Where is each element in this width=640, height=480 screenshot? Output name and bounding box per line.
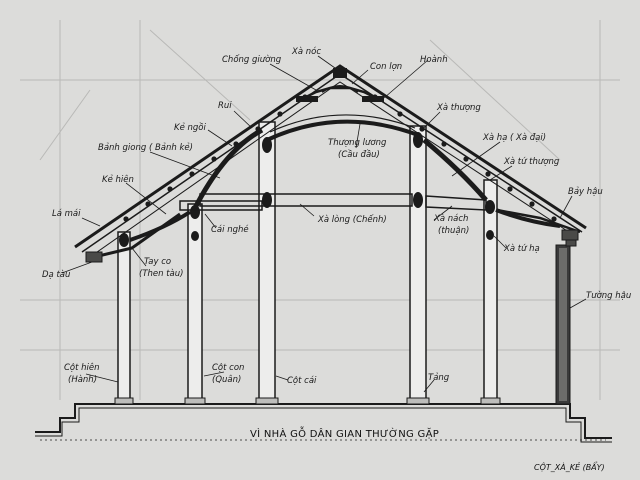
label-thuan: (thuận) (438, 226, 469, 236)
label-da-tau: Dạ tàu (42, 270, 70, 280)
leader-lines (61, 55, 587, 393)
beam-xa-long (199, 193, 413, 207)
label-rui: Rui (218, 101, 232, 111)
label-tuong-hau: Tường hậu (586, 290, 631, 301)
beam-thuong-luong (266, 119, 419, 142)
label-ke-ngoi: Kẻ ngồi (174, 122, 206, 133)
label-xa-thuong: Xà thượng (436, 103, 481, 113)
roof-outer (74, 64, 587, 249)
label-hoanh: Hoành (420, 55, 448, 65)
diagram-caption: VÌ NHÀ GỖ DÂN GIAN THƯỜNG GẶP (250, 425, 439, 440)
label-cot-cai: Cột cái (287, 376, 317, 386)
label-bay-hau: Bảy hậu (568, 186, 603, 197)
rear-wall (555, 244, 571, 405)
footer-note: CỘT_XÀ_KẺ (BẨY) (534, 460, 605, 472)
label-cai-nghe: Cái nghé (211, 224, 249, 235)
beam-cai-nghe (179, 200, 263, 211)
label-tay-co: Tay co (144, 257, 171, 267)
column-main-left (258, 121, 276, 405)
foundation (35, 403, 612, 443)
label-cau-dau: (Cầu đầu) (338, 149, 380, 160)
label-xa-noc: Xà nóc (291, 46, 321, 57)
label-thuong-luong: Thượng lương (328, 138, 387, 148)
beam-xa-nach (425, 195, 487, 211)
background-grid (20, 20, 620, 400)
label-cot-con: Cột con (212, 363, 244, 373)
label-xa-tu-thuong: Xà tứ thượng (503, 156, 560, 167)
label-con-lon: Con lợn (370, 62, 402, 72)
label-hanh: (Hành) (68, 375, 97, 385)
label-xa-nach: Xà nách (433, 214, 468, 224)
label-then-tau: (Then tàu) (139, 269, 183, 279)
label-xa-tu-ha: Xà tứ hạ (503, 243, 540, 254)
label-banh-giong: Bảnh giong ( Bảnh kẻ) (98, 142, 193, 153)
label-cot-hien: Cột hiên (64, 362, 100, 373)
label-la-mai: Lá mái (52, 209, 81, 219)
label-tang: Tảng (428, 372, 450, 383)
label-ke-hien: Kẻ hiên (102, 174, 134, 185)
label-xa-ha: Xà hạ ( Xà đại) (482, 133, 546, 143)
ridge-beam (333, 68, 347, 78)
label-chong-giuong: Chống giường (222, 54, 282, 65)
column-main-right (409, 125, 427, 405)
column-front (117, 231, 131, 405)
rear-eave-bracket (496, 208, 581, 234)
columns (114, 121, 501, 405)
label-quan: (Quân) (212, 375, 241, 385)
roof (74, 64, 587, 263)
labels: Xà nóc Con lợn Chống giường Hoành Rui Kẻ… (42, 46, 631, 386)
label-xa-long: Xà lòng (Chếnh) (317, 214, 387, 225)
